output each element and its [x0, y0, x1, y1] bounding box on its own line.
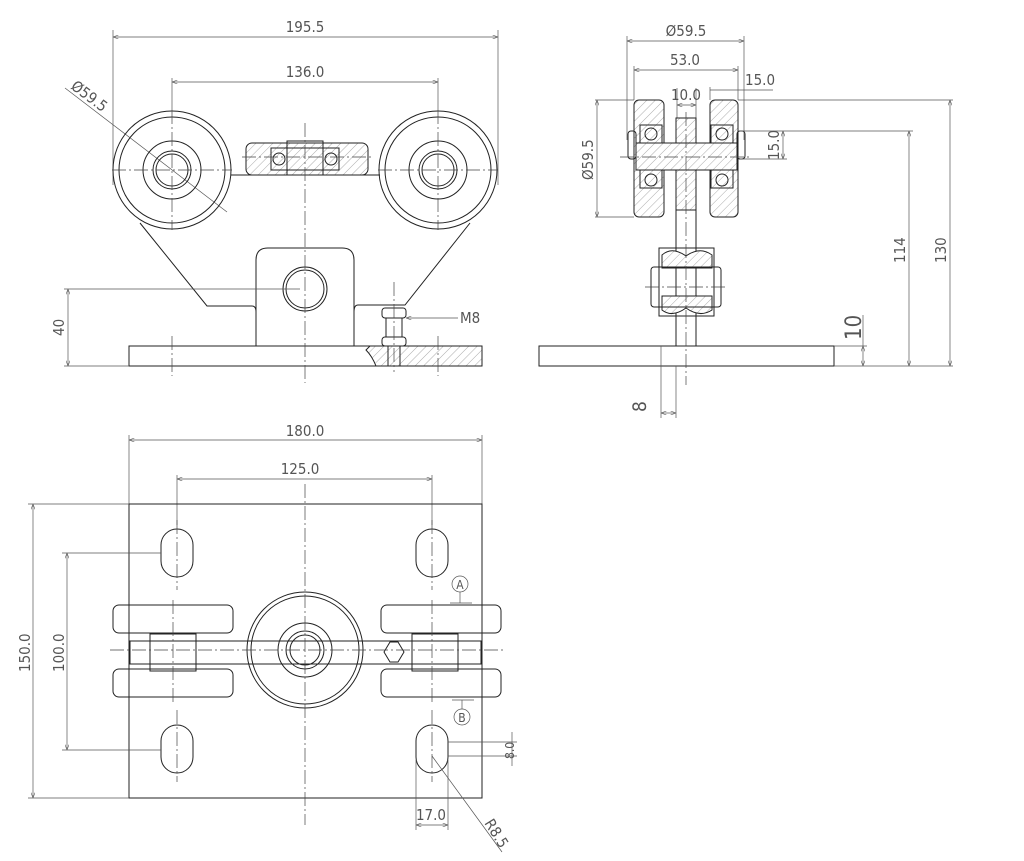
top-view: 180.0 125.0 A B: [16, 422, 517, 853]
axle-section: [635, 142, 738, 171]
dim-axle-offset: 15.0: [765, 130, 783, 160]
label-bolt-m8: M8: [460, 309, 480, 327]
dim-plate-width: 180.0: [286, 422, 325, 440]
dim-side-wheel-diameter: Ø59.5: [666, 22, 707, 40]
top-wheels: [112, 604, 502, 698]
dim-gap: 10.0: [671, 86, 701, 104]
dim-slot-length: 8.0: [503, 742, 517, 759]
dim-outer-span: 53.0: [670, 51, 700, 69]
dim-axle-height-side: 114: [891, 237, 909, 263]
base-plate-top: [128, 503, 483, 799]
dim-slot-spacing-y: 100.0: [50, 633, 68, 672]
section-marker-b: B: [458, 711, 465, 725]
section-marker-a: A: [456, 578, 464, 592]
dim-side-wheel-diameter-vertical: Ø59.5: [579, 139, 597, 180]
bracket: [255, 247, 355, 346]
dim-wheel-spacing: 136.0: [286, 63, 325, 81]
front-view: 195.5 136.0 Ø59.5: [50, 18, 499, 383]
dim-slot-width: 17.0: [416, 806, 446, 824]
side-view: Ø59.5 53.0 15.0 10.0: [538, 22, 953, 418]
dim-slot-radius: R8.5: [481, 816, 513, 852]
mounting-slots: [160, 528, 449, 774]
dim-plate-thickness: 10: [842, 315, 867, 340]
dim-overall-width: 195.5: [286, 18, 325, 36]
dim-plate-depth: 150.0: [16, 633, 34, 672]
dim-axle-height: 40: [50, 319, 68, 336]
dim-total-height: 130: [932, 237, 950, 263]
dim-wheel-diameter: Ø59.5: [68, 77, 111, 116]
dim-slot-spacing-x: 125.0: [281, 460, 320, 478]
dim-stem-width: 8: [629, 401, 651, 412]
dim-wheel-width: 15.0: [745, 71, 775, 89]
base-plate-side: [538, 345, 835, 367]
